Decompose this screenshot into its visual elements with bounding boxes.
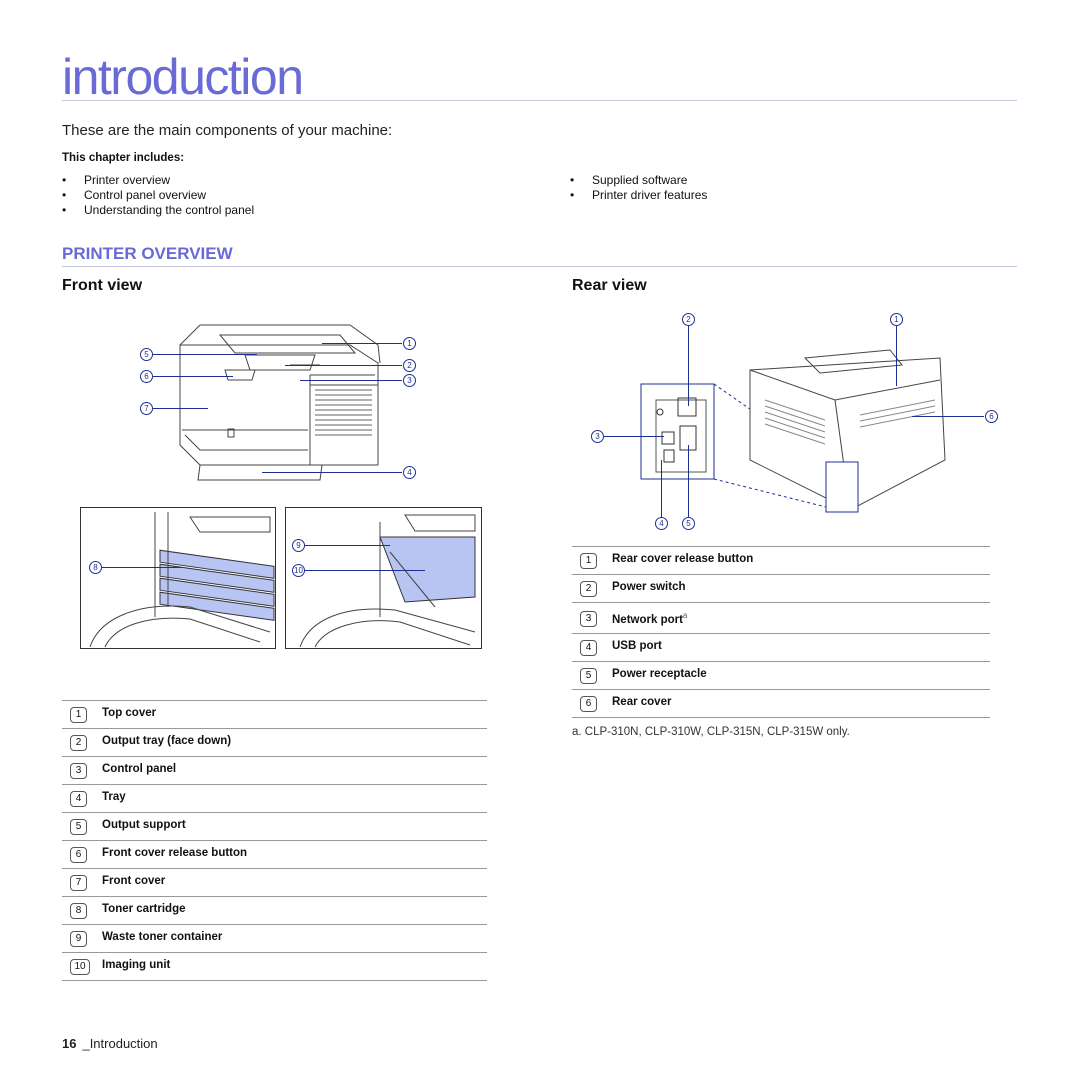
- leader-line: [688, 326, 689, 406]
- callout-10: 10: [292, 564, 305, 577]
- rear-view-heading: Rear view: [572, 277, 647, 294]
- toner-cartridge-detail-illustration: [80, 507, 276, 649]
- rear-printer-illustration: [640, 349, 946, 513]
- leader-line: [153, 376, 233, 377]
- callout-2: 2: [403, 359, 416, 372]
- list-item[interactable]: •Control panel overview: [62, 188, 207, 202]
- legend-top-rule: [572, 546, 990, 547]
- list-item[interactable]: •Printer overview: [62, 173, 171, 187]
- bullet-glyph: •: [62, 203, 67, 217]
- bullet-glyph: •: [570, 188, 575, 202]
- rear-callout-6: 6: [985, 410, 998, 423]
- rear-callout-2: 2: [682, 313, 695, 326]
- rear-callout-3: 3: [591, 430, 604, 443]
- leader-line: [896, 326, 897, 386]
- page-footer: 16 _Introduction: [62, 1036, 158, 1051]
- includes-list-left: •Printer overview •Control panel overvie…: [62, 173, 462, 218]
- section-title: PRINTER OVERVIEW: [62, 244, 233, 263]
- leader-line: [153, 354, 257, 355]
- callout-3: 3: [403, 374, 416, 387]
- callout-6: 6: [140, 370, 153, 383]
- page-subtitle: These are the main components of your ma…: [62, 122, 393, 139]
- leader-line: [300, 380, 402, 381]
- callout-4: 4: [403, 466, 416, 479]
- rear-callout-1: 1: [890, 313, 903, 326]
- bullet-glyph: •: [62, 188, 67, 202]
- callout-9: 9: [292, 539, 305, 552]
- callout-7: 7: [140, 402, 153, 415]
- imaging-unit-detail-illustration: [285, 507, 482, 649]
- leader-line: [322, 343, 402, 344]
- callout-5: 5: [140, 348, 153, 361]
- leader-line: [912, 416, 984, 417]
- includes-list-right: •Supplied software •Printer driver featu…: [570, 173, 970, 203]
- callout-1: 1: [403, 337, 416, 350]
- footer-section: _Introduction: [82, 1036, 158, 1051]
- chapter-title: introduction: [62, 49, 304, 105]
- chapter-includes-label: This chapter includes:: [62, 152, 185, 164]
- title-divider: [62, 100, 1017, 101]
- legend-top-rule: [62, 700, 487, 701]
- leader-line: [102, 567, 182, 568]
- leader-line: [305, 545, 390, 546]
- front-printer-illustration: [179, 324, 381, 481]
- front-view-heading: Front view: [62, 277, 143, 294]
- leader-line: [604, 436, 664, 437]
- bullet-glyph: •: [570, 173, 575, 187]
- list-item[interactable]: •Supplied software: [570, 173, 688, 187]
- footnote: a. CLP-310N, CLP-310W, CLP-315N, CLP-315…: [572, 726, 850, 738]
- rear-callout-5: 5: [682, 517, 695, 530]
- page-number: 16: [62, 1036, 77, 1051]
- section-divider: [62, 266, 1017, 267]
- list-item[interactable]: •Understanding the control panel: [62, 203, 255, 217]
- leader-line: [688, 445, 689, 517]
- list-item[interactable]: •Printer driver features: [570, 188, 708, 202]
- bullet-glyph: •: [62, 173, 67, 187]
- leader-line: [661, 460, 662, 517]
- rear-callout-4: 4: [655, 517, 668, 530]
- leader-line: [285, 365, 402, 366]
- callout-8: 8: [89, 561, 102, 574]
- leader-line: [153, 408, 208, 409]
- leader-line: [262, 472, 402, 473]
- leader-line: [305, 570, 425, 571]
